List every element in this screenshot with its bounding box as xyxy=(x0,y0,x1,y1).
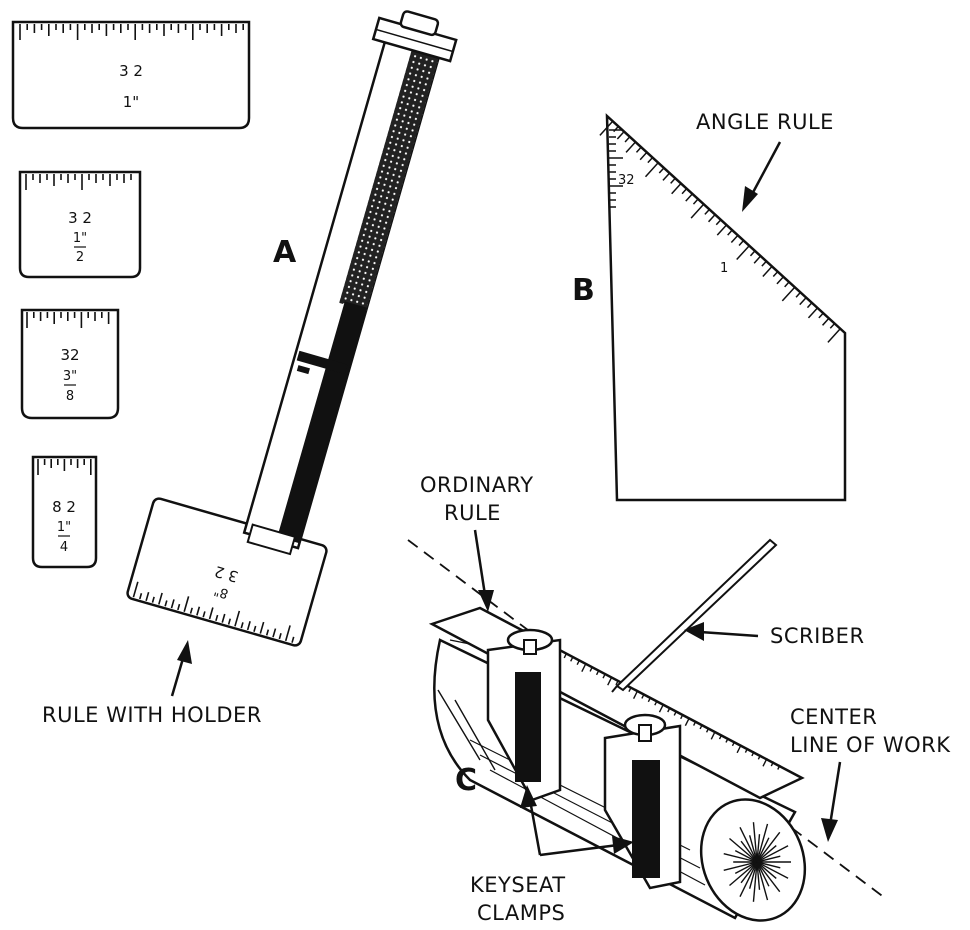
ordinary-rule-label-line1: ORDINARY xyxy=(420,473,534,497)
small-rule-4-scale: 8 2 xyxy=(52,498,76,516)
rule-holder-assembly: 3 2 8" A xyxy=(42,10,458,727)
angle-rule: 32 1 B ANGLE RULE xyxy=(572,110,847,502)
small-rule-2-size-den: 2 xyxy=(76,250,84,265)
holder-rule-ticks xyxy=(132,581,295,643)
center-line-label-1: CENTER xyxy=(790,705,877,729)
angle-rule-scale: 32 xyxy=(618,173,635,188)
small-rule-4-size-num: 1" xyxy=(57,520,71,535)
scriber-arrow-head xyxy=(684,622,704,641)
center-line-label-2: LINE OF WORK xyxy=(790,733,951,757)
keyseat-clamp-2 xyxy=(603,713,682,890)
rule-arrow-head xyxy=(177,640,192,664)
small-rule-1-inch: 3 2 1" xyxy=(11,20,251,130)
holder-shaft xyxy=(242,10,458,556)
ordinary-rule-label-line2: RULE xyxy=(444,501,501,525)
small-rule-4-ticks xyxy=(37,459,92,475)
small-rule-1-ticks xyxy=(19,24,244,40)
rule-with-holder-label: RULE WITH HOLDER xyxy=(42,703,262,727)
small-rule-3-scale: 32 xyxy=(60,346,79,364)
holder-rule-mark: 8" xyxy=(212,583,230,601)
keyseat-arrow-head-1 xyxy=(520,785,537,808)
center-line-arrow-head xyxy=(821,818,838,842)
small-rule-quarter-inch: 8 2 1" 4 xyxy=(31,455,98,569)
small-rule-2-scale: 3 2 xyxy=(68,209,92,227)
small-rule-2-ticks xyxy=(25,174,132,190)
small-rule-2-size-num: 1" xyxy=(73,231,87,246)
scriber xyxy=(611,538,778,693)
small-rule-4-size-den: 4 xyxy=(60,540,68,555)
figure-c-letter: C xyxy=(455,763,477,798)
angle-rule-arrow-head xyxy=(742,186,758,212)
keyseat-clamp-1 xyxy=(486,628,562,802)
keyseat-arrow-head-2 xyxy=(612,836,634,854)
small-rule-3-size-num: 3" xyxy=(63,369,77,384)
small-rule-3-ticks xyxy=(26,312,110,328)
small-rule-three-eighths-inch: 32 3" 8 xyxy=(20,308,120,420)
angle-rule-inch: 1 xyxy=(720,261,728,276)
scriber-label: SCRIBER xyxy=(770,624,865,648)
keyseat-assembly: C ORDINARY RULE SCRIBER CENTER LINE OF W… xyxy=(407,473,951,925)
small-rule-1-size: 1" xyxy=(123,93,139,111)
end-face-hatching xyxy=(723,822,791,902)
angle-rule-ticks xyxy=(599,121,841,343)
figure-b-letter: B xyxy=(572,273,595,308)
angle-rule-label: ANGLE RULE xyxy=(696,110,834,134)
keyseat-label-1: KEYSEAT xyxy=(470,873,566,897)
figure-a-letter: A xyxy=(273,235,297,270)
small-rule-half-inch: 3 2 1" 2 xyxy=(18,170,142,279)
small-rule-3-size-den: 8 xyxy=(66,389,74,404)
keyseat-label-2: CLAMPS xyxy=(477,901,565,925)
ordinary-rule-arrow-head xyxy=(478,590,494,612)
small-rule-1-scale: 3 2 xyxy=(119,62,143,80)
holder-rule-scale: 3 2 xyxy=(213,562,241,586)
